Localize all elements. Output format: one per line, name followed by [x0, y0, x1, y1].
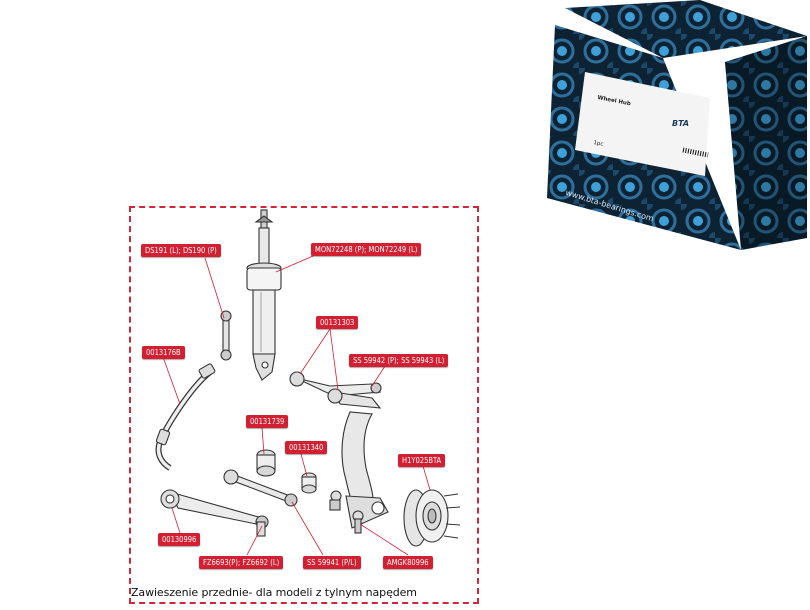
lower-control-arm — [160, 489, 269, 537]
label-ss59942: SS 59942 (P); SS 59943 (L) — [349, 354, 449, 367]
leader-lines — [162, 255, 431, 556]
label-00131303: 00131303 — [316, 316, 359, 329]
label-ss59941: SS 59941 (P/L) — [303, 556, 361, 569]
label-mon72248: MON72248 (P); MON72249 (L) — [311, 243, 422, 256]
ball-joint — [352, 510, 364, 534]
label-00130996: 00130996 — [158, 533, 201, 546]
stabilizer-bar — [155, 369, 212, 471]
tension-strut — [223, 469, 298, 507]
label-0013176b: 0013176B — [142, 346, 185, 359]
label-h1y025bta: H1Y025BTA — [398, 454, 446, 467]
stabilizer-link — [220, 310, 232, 361]
diagram-frame — [129, 206, 479, 604]
wheel-hub — [403, 489, 461, 547]
shock-absorber-strut — [246, 209, 282, 381]
label-00131739: 00131739 — [246, 415, 289, 428]
label-00131340: 00131340 — [285, 441, 328, 454]
lower-control-arm-upper — [327, 388, 382, 409]
bushing-00131739 — [256, 449, 276, 477]
label-fz6693: FZ6693(P); FZ6692 (L) — [199, 556, 284, 569]
label-ds191: DS191 (L); DS190 (P) — [141, 244, 221, 257]
diagram-caption: Zawieszenie przednie- dla modeli z tylny… — [131, 586, 417, 599]
product-box — [547, 0, 807, 250]
bushing-00131340 — [301, 472, 317, 494]
box-brand-logo: BTA — [672, 119, 690, 128]
label-amgk80996: AMGK80996 — [383, 556, 433, 569]
